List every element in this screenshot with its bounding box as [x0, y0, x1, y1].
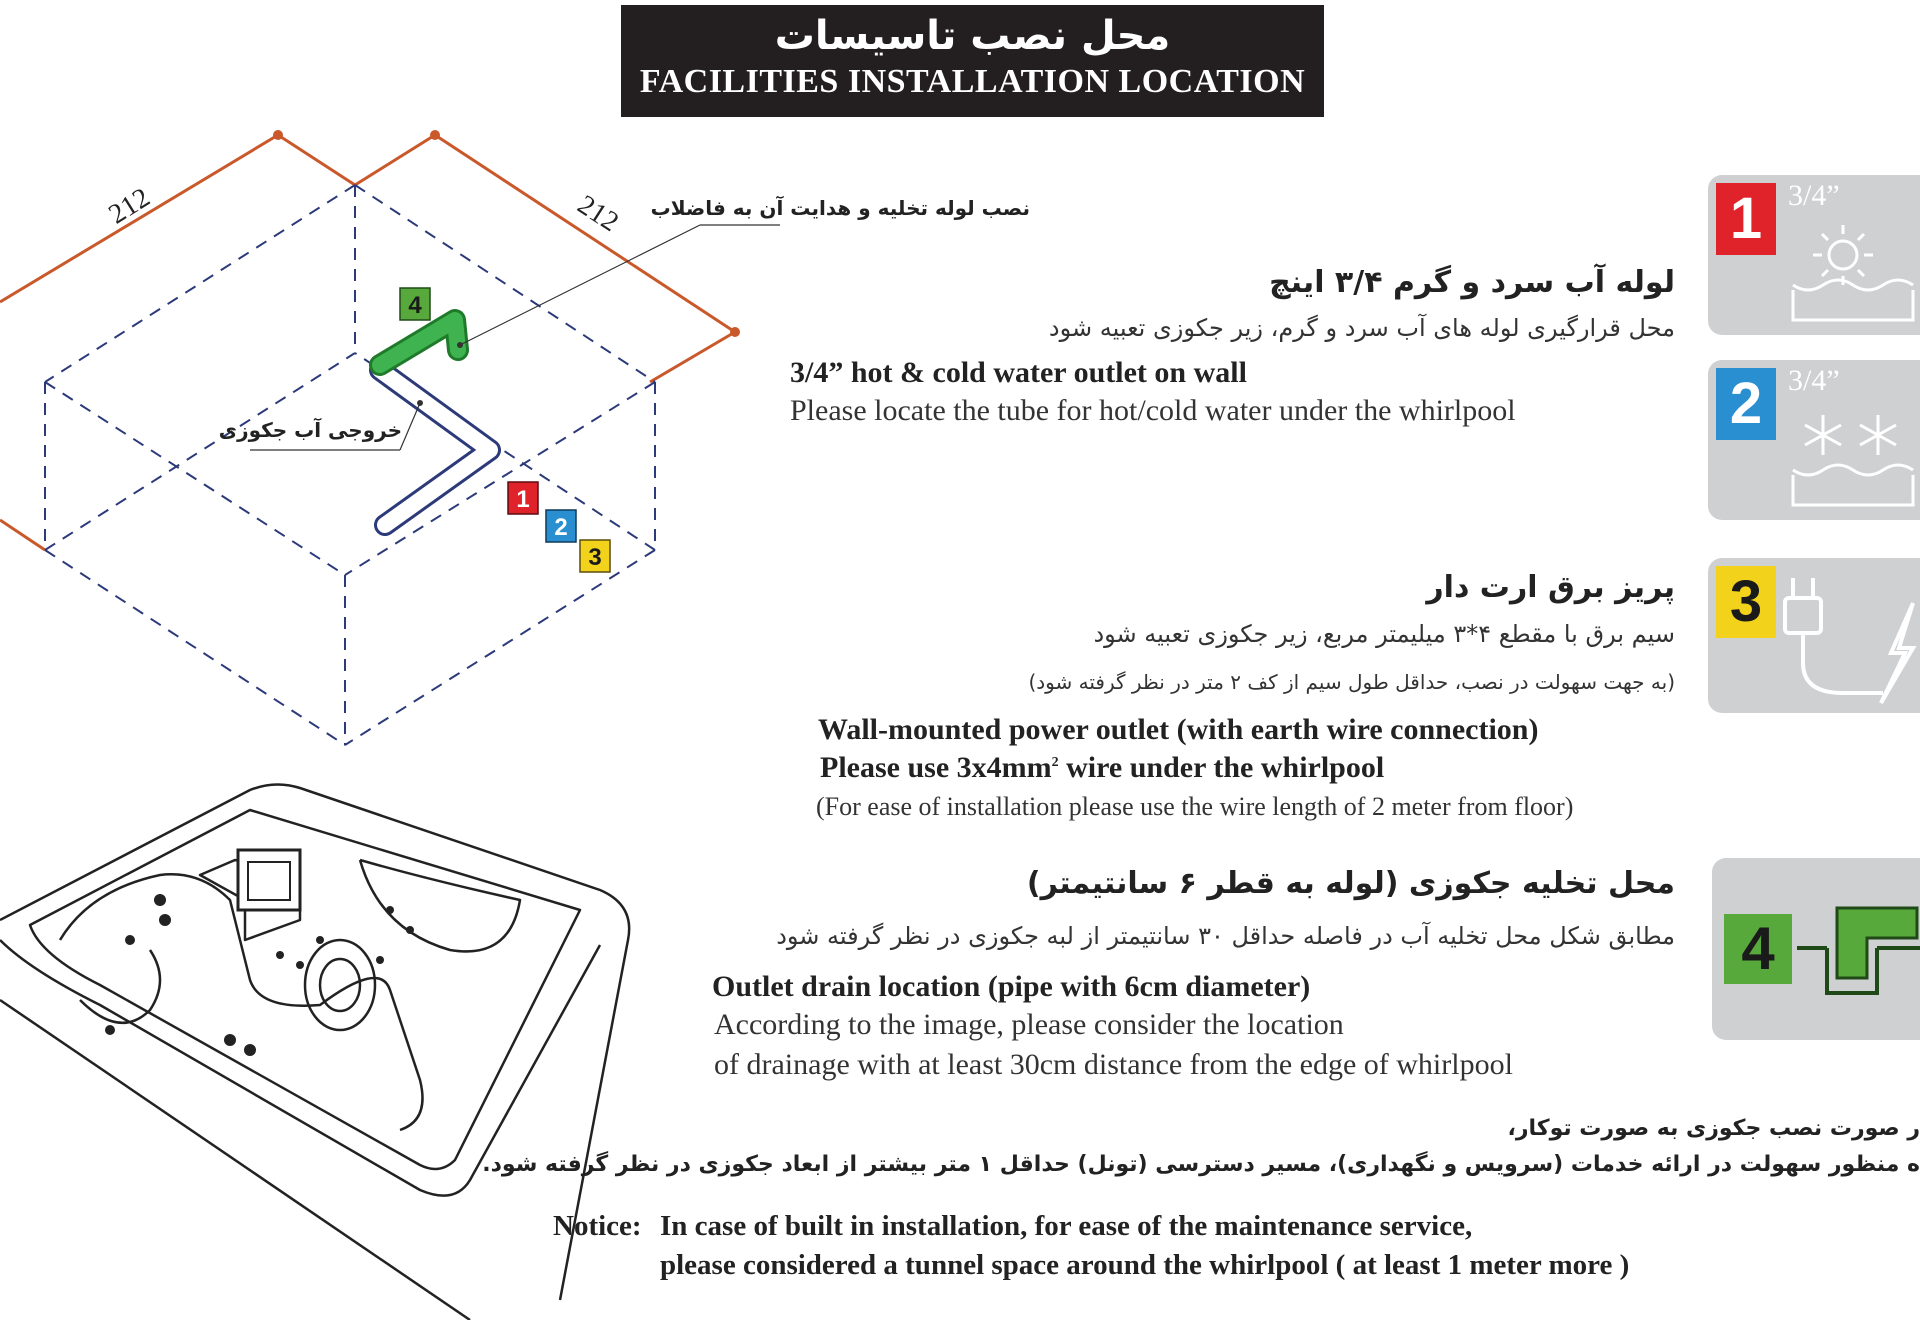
header-title-fa: محل نصب تاسیسات	[774, 13, 1171, 59]
section2-text-en-sup: 2	[1051, 755, 1059, 770]
section2-text-en: Please use 3x4mm2 wire under the whirlpo…	[820, 751, 1384, 785]
icon-3-number: 3	[1716, 566, 1776, 638]
section2-text-en-prefix: Please use 3x4mm	[820, 751, 1052, 784]
section2-text-fa: سیم برق با مقطع ۴*۳ میلیمتر مربع، زیر جک…	[1093, 620, 1675, 648]
plug-lightning-icon	[1783, 578, 1917, 705]
page-header: محل نصب تاسیسات FACILITIES INSTALLATION …	[621, 5, 1324, 117]
snowflake-water-icon	[1791, 415, 1915, 507]
whirlpool-illustration	[0, 783, 631, 1320]
icon-panel-2: 2 3/4”	[1708, 360, 1920, 520]
header-title-en: FACILITIES INSTALLATION LOCATION	[639, 63, 1306, 100]
marker-3: 3	[588, 544, 601, 571]
section2-title-en: Wall-mounted power outlet (with earth wi…	[818, 713, 1539, 746]
marker-2: 2	[554, 514, 567, 541]
section2-text-en-suffix: wire under the whirlpool	[1058, 751, 1385, 784]
section2-note-en: (For ease of installation please use the…	[816, 792, 1574, 821]
section2-title-fa: پریز برق ارت دار	[1426, 570, 1675, 605]
notice-fa-line1: ر صورت نصب جکوزی به صورت توکار،	[1507, 1116, 1920, 1141]
icon-panel-3: 3	[1708, 558, 1920, 713]
dimension-left: 212	[103, 182, 155, 231]
icon-1-fraction: 3/4”	[1788, 179, 1840, 212]
section1-title-en: 3/4” hot & cold water outlet on wall	[790, 356, 1247, 389]
icon-panel-4: 4	[1712, 858, 1920, 1040]
marker-4: 4	[408, 292, 422, 319]
notice-en-line2: please considered a tunnel space around …	[660, 1249, 1630, 1281]
icon-2-fraction: 3/4”	[1788, 364, 1840, 397]
section2-note-fa: (به جهت سهولت در نصب، حداقل طول سیم از ک…	[1028, 670, 1675, 694]
sun-water-icon	[1791, 225, 1915, 322]
notice-fa-line2: ه منظور سهولت در ارائه خدمات (سرویس و نگ…	[482, 1152, 1920, 1177]
installation-diagram: 212 212 4 1 2 3	[0, 130, 780, 746]
section3-title-fa: محل تخلیه جکوزی (لوله به قطر ۶ سانتیمتر)	[1026, 866, 1675, 901]
icon-4-number: 4	[1724, 914, 1792, 984]
section3-text-fa: مطابق شکل محل تخلیه آب در فاصله حداقل ۳۰…	[776, 922, 1675, 950]
icon-1-number: 1	[1716, 183, 1776, 255]
section3-text-en-1: According to the image, please consider …	[714, 1008, 1344, 1041]
section1-text-fa: محل قرارگیری لوله های آب سرد و گرم، زیر …	[1048, 314, 1675, 342]
section3-text-en-2: of drainage with at least 30cm distance …	[714, 1048, 1513, 1081]
section1-title-fa: لوله آب سرد و گرم ۳/۴ اینچ	[1269, 265, 1675, 300]
outlet-label-fa: خروجی آب جکوزی	[218, 418, 402, 442]
section3-title-en: Outlet drain location (pipe with 6cm dia…	[712, 970, 1311, 1003]
marker-1: 1	[516, 486, 529, 513]
section1-text-en: Please locate the tube for hot/cold wate…	[790, 394, 1516, 427]
drain-pipe-icon	[1797, 906, 1920, 995]
drain-label-fa: نصب لوله تخلیه و هدایت آن به فاضلاب	[650, 196, 1030, 220]
notice-label-en: Notice:	[553, 1210, 642, 1242]
icon-panel-1: 1 3/4”	[1708, 175, 1920, 335]
icon-2-number: 2	[1716, 368, 1776, 440]
notice-en-line1: In case of built in installation, for ea…	[660, 1210, 1473, 1242]
